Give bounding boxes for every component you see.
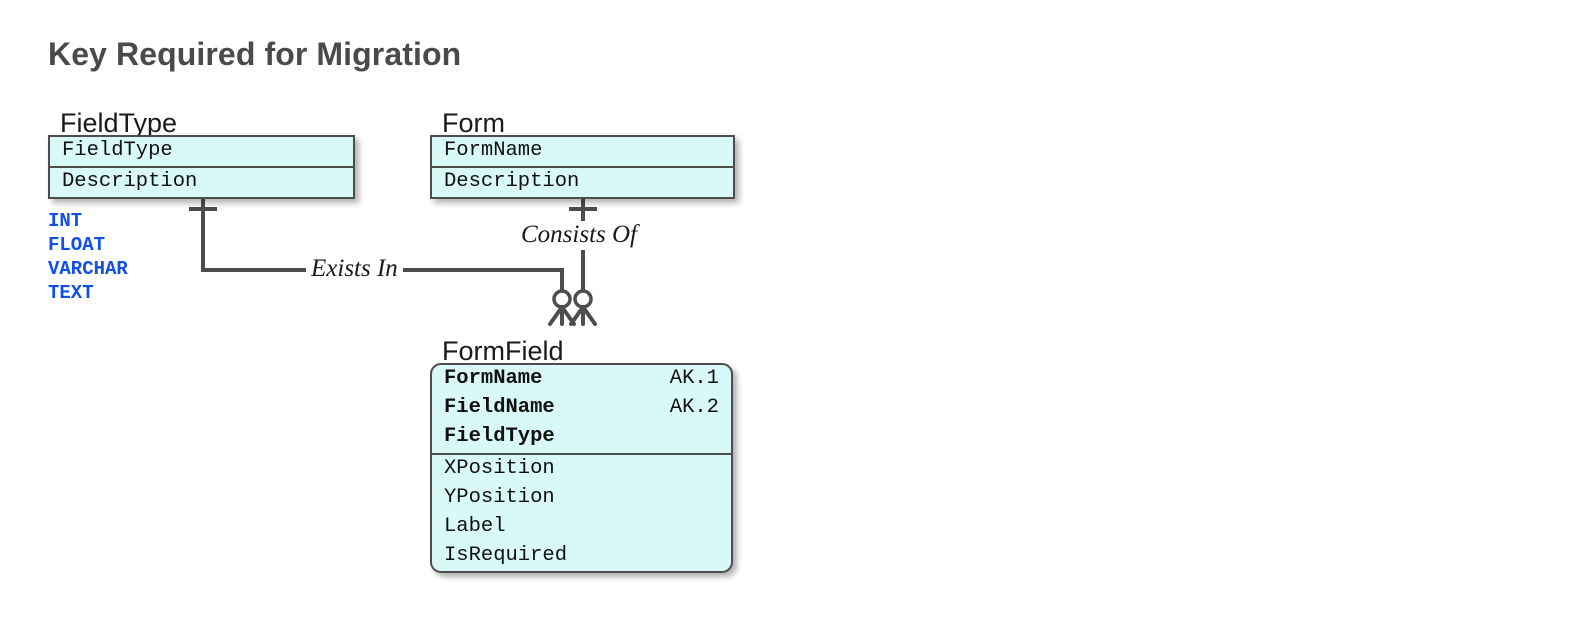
relationship-label-exists-in[interactable]: Exists In <box>306 255 403 283</box>
fieldtype-value-list: INT FLOAT VARCHAR TEXT <box>48 209 128 306</box>
attribute-row[interactable]: Label <box>432 513 731 542</box>
cardinality-zero-or-many-consists-of <box>569 289 597 326</box>
attribute-row[interactable]: Description <box>432 168 733 197</box>
attribute-tag: AK.1 <box>669 367 719 390</box>
attribute-name: Description <box>62 170 198 194</box>
entity-formfield-box: FormName AK.1 FieldName AK.2 FieldType X… <box>430 363 733 574</box>
entity-form[interactable]: Form FormName Description <box>430 108 735 200</box>
page-title: Key Required for Migration <box>48 36 462 72</box>
entity-form-key-attributes: FormName <box>432 137 733 166</box>
attribute-row[interactable]: XPosition <box>432 455 731 484</box>
attribute-name: XPosition <box>444 456 555 480</box>
entity-form-attributes: Description <box>432 166 733 197</box>
entity-form-box: FormName Description <box>430 135 735 200</box>
relationship-label-consists-of[interactable]: Consists Of <box>516 221 643 249</box>
entity-formfield-title: FormField <box>442 335 564 366</box>
attribute-row[interactable]: IsRequired <box>432 542 731 571</box>
entity-formfield[interactable]: FormField FormName AK.1 FieldName AK.2 F… <box>430 336 733 574</box>
value-item: INT <box>48 210 83 232</box>
entity-form-title: Form <box>442 107 505 138</box>
attribute-row[interactable]: Description <box>50 168 353 197</box>
attribute-name: Label <box>444 514 506 538</box>
attribute-name: FieldType <box>444 425 555 449</box>
entity-formfield-key-attributes: FormName AK.1 FieldName AK.2 FieldType <box>432 365 731 453</box>
value-item: VARCHAR <box>48 258 128 281</box>
value-item: TEXT <box>48 282 94 305</box>
entity-formfield-attributes: XPosition YPosition Label IsRequired <box>432 452 731 572</box>
attribute-row[interactable]: FormName <box>432 137 733 166</box>
attribute-row[interactable]: FieldType <box>432 423 731 452</box>
attribute-name: YPosition <box>444 485 555 509</box>
attribute-row[interactable]: YPosition <box>432 484 731 513</box>
attribute-name: IsRequired <box>444 544 568 568</box>
attribute-row[interactable]: FieldType <box>50 137 353 166</box>
attribute-name: Description <box>444 170 580 194</box>
entity-fieldtype-attributes: Description <box>50 166 353 197</box>
value-item: FLOAT <box>48 234 106 257</box>
attribute-name: FormName <box>444 367 543 390</box>
attribute-name: FieldName <box>444 396 555 420</box>
attribute-name: FieldType <box>62 139 173 162</box>
entity-fieldtype-key-attributes: FieldType <box>50 137 353 166</box>
entity-fieldtype-title: FieldType <box>60 107 178 138</box>
attribute-row[interactable]: FormName AK.1 <box>432 365 731 394</box>
attribute-row[interactable]: FieldName AK.2 <box>432 394 731 423</box>
cardinality-zero-or-many-exists-in <box>548 289 576 326</box>
entity-fieldtype[interactable]: FieldType FieldType Description <box>48 108 355 200</box>
entity-fieldtype-box: FieldType Description <box>48 135 355 200</box>
attribute-tag: AK.2 <box>669 396 719 420</box>
attribute-name: FormName <box>444 139 543 162</box>
